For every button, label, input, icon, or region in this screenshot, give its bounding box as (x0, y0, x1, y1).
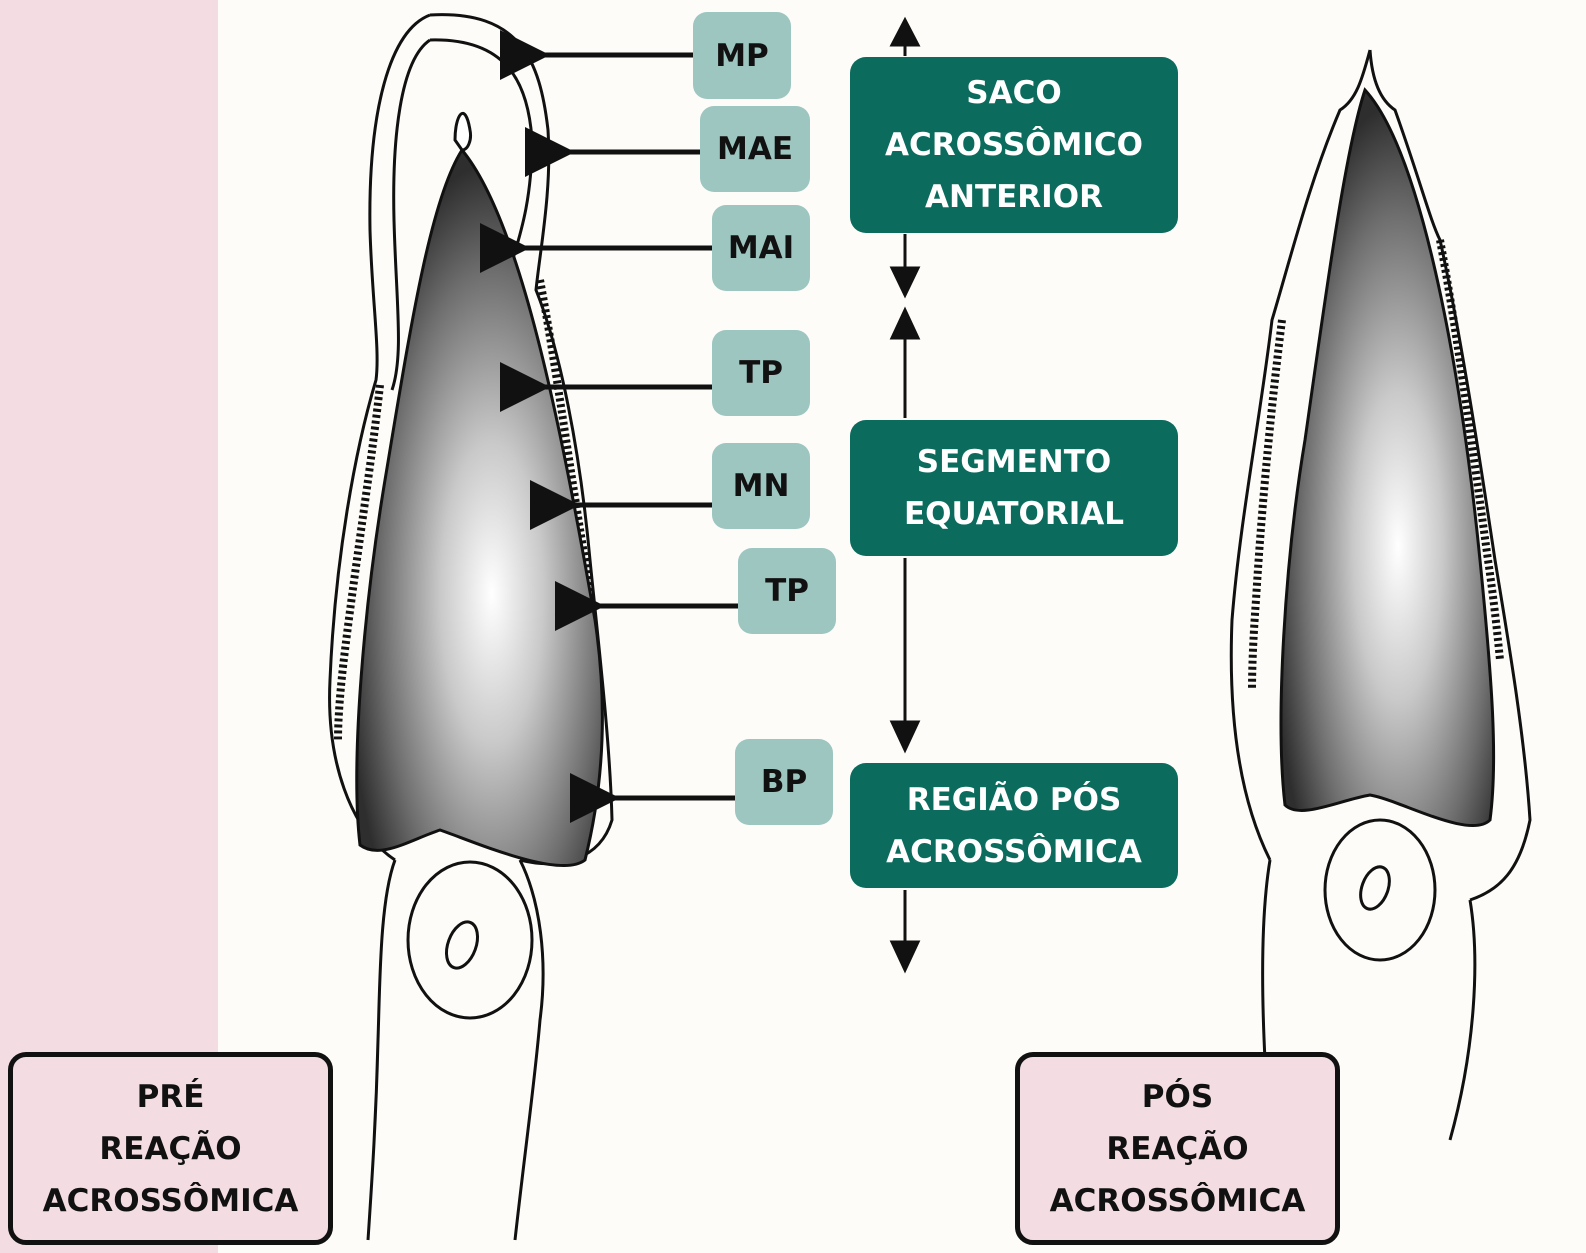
label-mp: MP (693, 12, 791, 99)
region-anterior-line-3: ANTERIOR (925, 171, 1103, 223)
region-anterior-acrosomal-sac: SACO ACROSSÔMICO ANTERIOR (850, 57, 1178, 233)
label-mae: MAE (700, 106, 810, 192)
caption-pre-line-2: REAÇÃO (99, 1123, 241, 1175)
label-mai: MAI (712, 205, 810, 291)
caption-post-line-2: REAÇÃO (1106, 1123, 1248, 1175)
label-tp-upper: TP (712, 330, 810, 416)
caption-pre-line-1: PRÉ (137, 1071, 205, 1123)
pre-nucleus (357, 150, 603, 866)
region-post-acrosomal: REGIÃO PÓS ACROSSÔMICA (850, 763, 1178, 888)
label-tp-lower: TP (738, 548, 836, 634)
region-equatorial-segment: SEGMENTO EQUATORIAL (850, 420, 1178, 556)
region-equatorial-line-2: EQUATORIAL (904, 488, 1124, 540)
region-anterior-line-2: ACROSSÔMICO (885, 119, 1143, 171)
caption-pre-reaction: PRÉ REAÇÃO ACROSSÔMICA (8, 1052, 333, 1245)
post-nucleus (1281, 90, 1494, 826)
caption-post-line-1: PÓS (1142, 1071, 1213, 1123)
caption-post-reaction: PÓS REAÇÃO ACROSSÔMICA (1015, 1052, 1340, 1245)
caption-pre-line-3: ACROSSÔMICA (43, 1175, 299, 1227)
region-post-line-1: REGIÃO PÓS (907, 774, 1122, 826)
region-post-line-2: ACROSSÔMICA (886, 826, 1142, 878)
caption-post-line-3: ACROSSÔMICA (1050, 1175, 1306, 1227)
label-mn: MN (712, 443, 810, 529)
label-bp: BP (735, 739, 833, 825)
region-equatorial-line-1: SEGMENTO (917, 436, 1111, 488)
region-anterior-line-1: SACO (966, 67, 1061, 119)
